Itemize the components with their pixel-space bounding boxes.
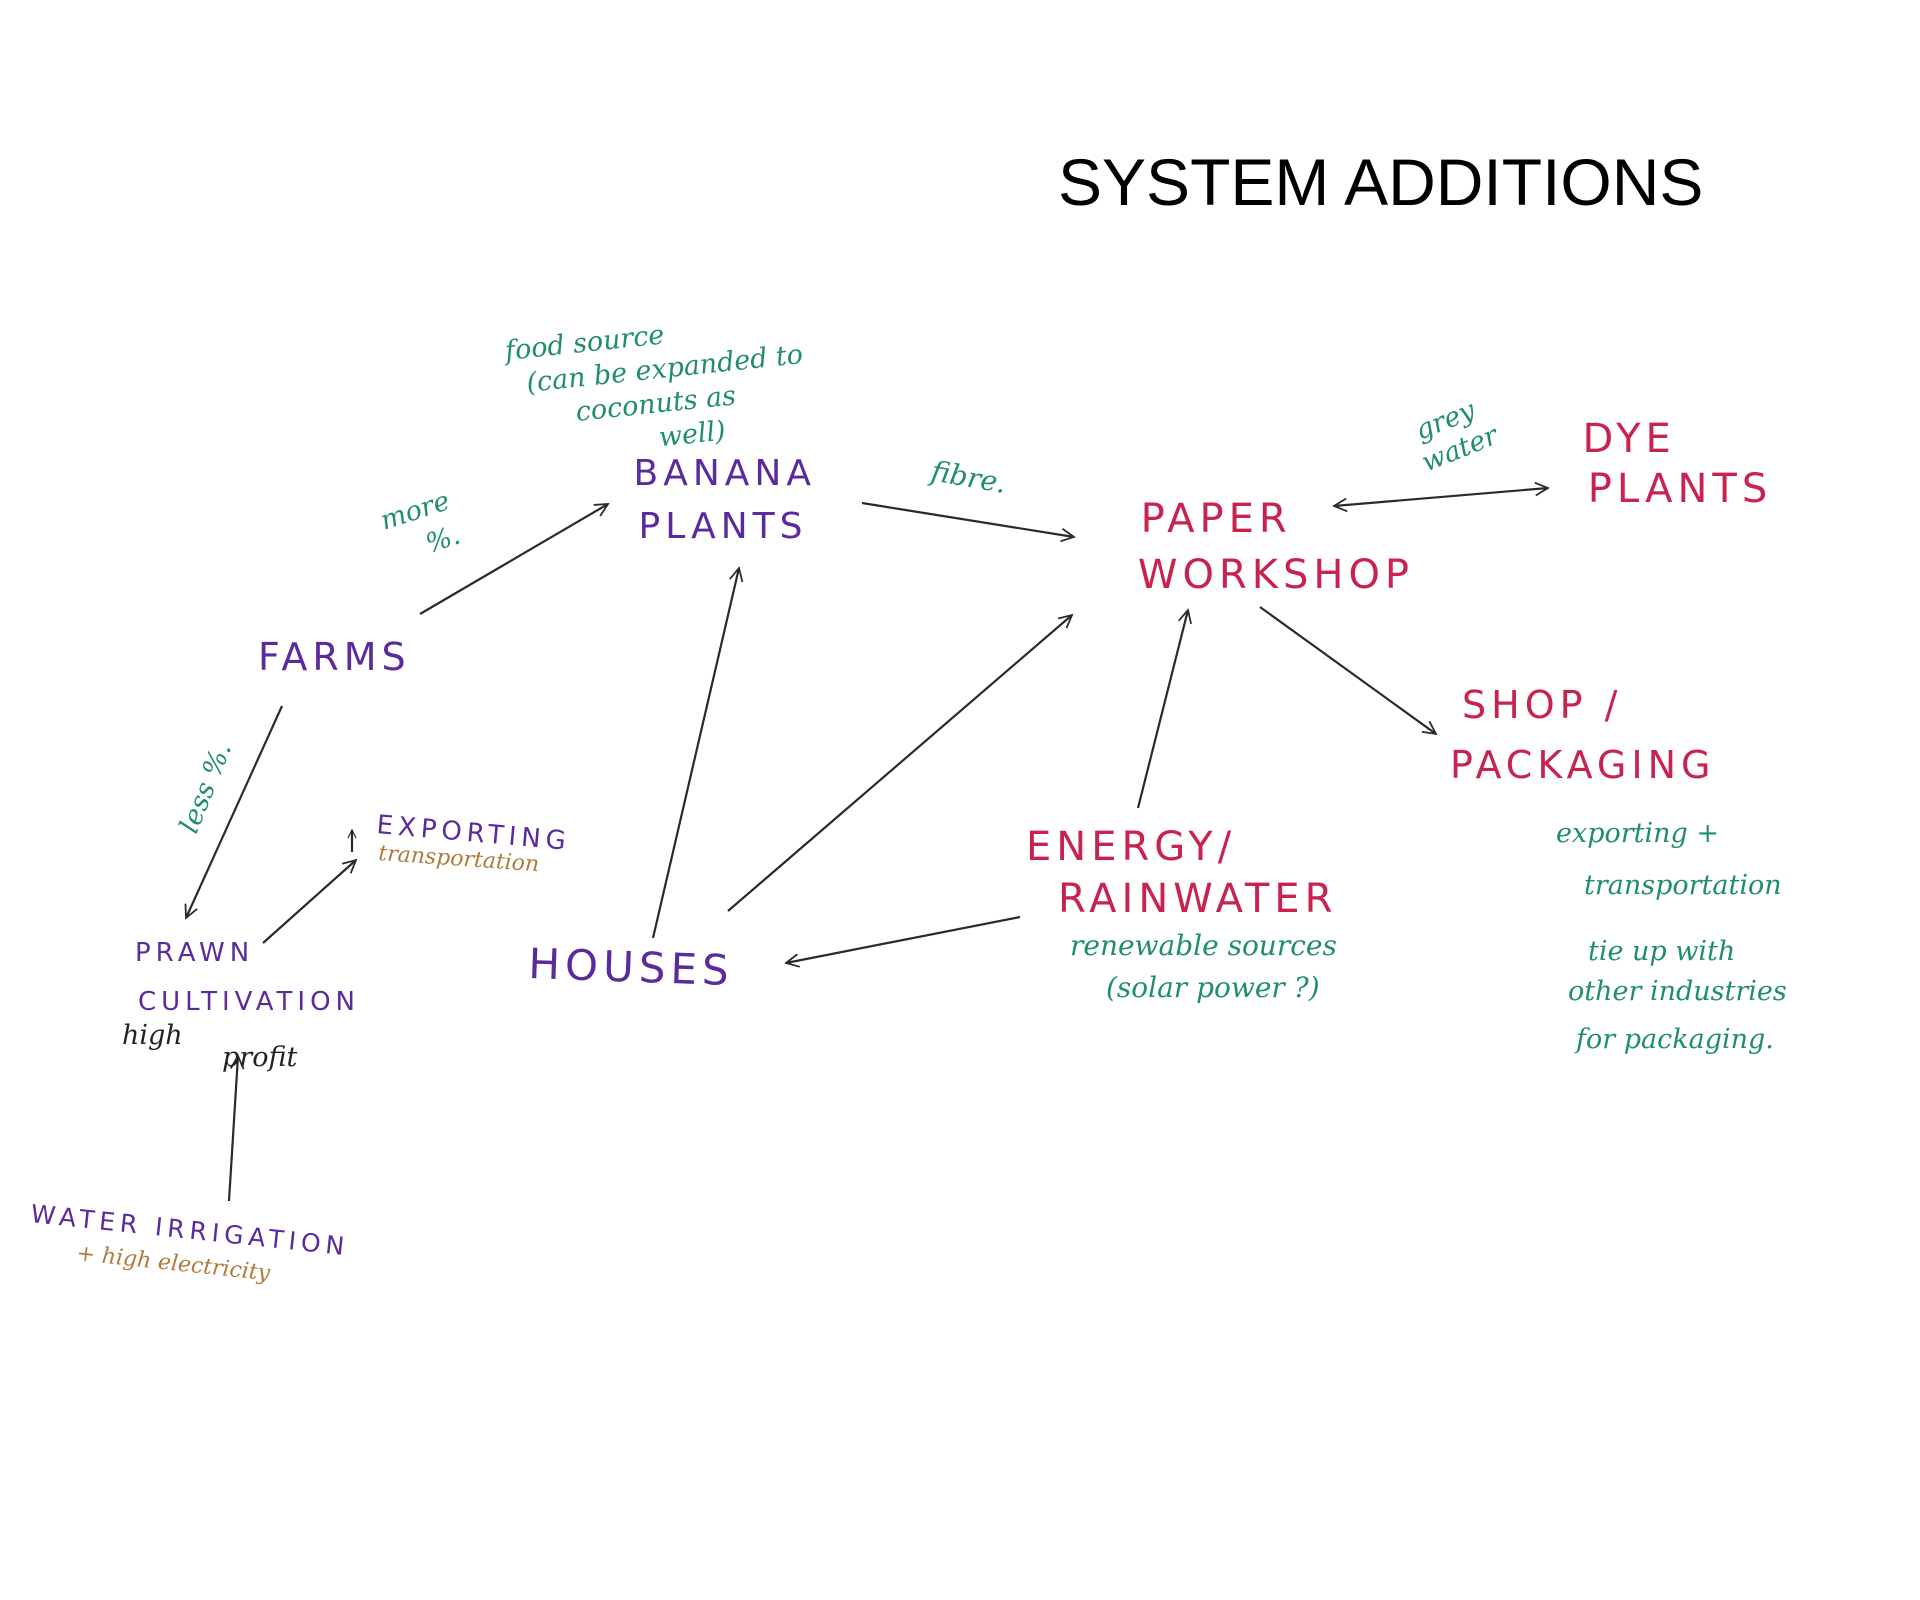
arrow-prawn-to-exporting (262, 860, 356, 944)
node-banana-line1: BANANA (634, 453, 816, 494)
note-shop-line2: transportation (1584, 870, 1782, 901)
note-shop-details: exporting + transportation tie up with o… (1556, 818, 1795, 1055)
node-prawn-line2: CULTIVATION (138, 987, 360, 1017)
node-energy-line2: RAINWATER (1058, 876, 1337, 922)
node-shop-packaging: SHOP / PACKAGING (1450, 683, 1715, 787)
note-shop-line5: for packaging. (1574, 1024, 1774, 1055)
arrow-paper-to-shop (1259, 606, 1436, 734)
diagram-title: SYSTEM ADDITIONS (1058, 145, 1703, 219)
note-shop-line3: tie up with (1588, 936, 1735, 967)
note-fibre: fibre. (927, 454, 1009, 500)
note-grey-water: grey water (1405, 390, 1504, 479)
arrow-energy-to-houses (786, 915, 1021, 963)
note-more-percent: more %. (377, 483, 473, 571)
node-paper-line2: WORKSHOP (1138, 552, 1414, 598)
note-high: high (122, 1020, 183, 1051)
arrow-paper-dye (1334, 488, 1548, 506)
note-renewable-line2: (solar power ?) (1106, 971, 1320, 1004)
arrow-water-to-prawn (227, 1056, 238, 1202)
note-shop-line1: exporting + (1556, 818, 1719, 849)
node-houses: HOUSES (528, 939, 735, 995)
arrow-farms-to-prawn (186, 705, 284, 918)
node-banana-plants: BANANA PLANTS (634, 453, 833, 547)
note-food-source: food source (can be expanded to coconuts… (502, 304, 821, 468)
node-shop-line1: SHOP / (1462, 683, 1622, 727)
node-prawn-cultivation: PRAWN CULTIVATION (135, 938, 360, 1017)
node-farms: FARMS (258, 635, 411, 679)
arrow-houses-to-paper (727, 615, 1072, 912)
node-energy-rainwater: ENERGY/ RAINWATER (1026, 824, 1337, 922)
arrow-banana-to-paper (861, 501, 1074, 537)
note-shop-line4: other industries (1568, 976, 1787, 1007)
node-prawn-line1: PRAWN (135, 938, 254, 968)
node-paper-line1: PAPER (1141, 496, 1292, 542)
node-dye-line2: PLANTS (1588, 466, 1772, 512)
node-shop-line2: PACKAGING (1450, 743, 1715, 787)
node-dye-line1: DYE (1582, 416, 1675, 462)
note-more-line2: %. (422, 520, 464, 560)
arrow-energy-to-paper (1136, 610, 1188, 809)
node-energy-line1: ENERGY/ (1026, 824, 1236, 870)
note-renewable-sources: renewable sources (solar power ?) (1070, 929, 1346, 1004)
arrow-houses-to-banana (651, 568, 739, 939)
node-dye-plants: DYE PLANTS (1582, 416, 1772, 512)
note-profit: profit (222, 1042, 297, 1073)
node-paper-workshop: PAPER WORKSHOP (1138, 496, 1414, 598)
note-high-profit: high profit (122, 1020, 297, 1073)
note-food-line4: well) (657, 416, 727, 454)
arrow-farms-to-banana (419, 504, 608, 615)
node-banana-line2: PLANTS (639, 506, 808, 547)
note-renewable-line1: renewable sources (1070, 929, 1337, 962)
